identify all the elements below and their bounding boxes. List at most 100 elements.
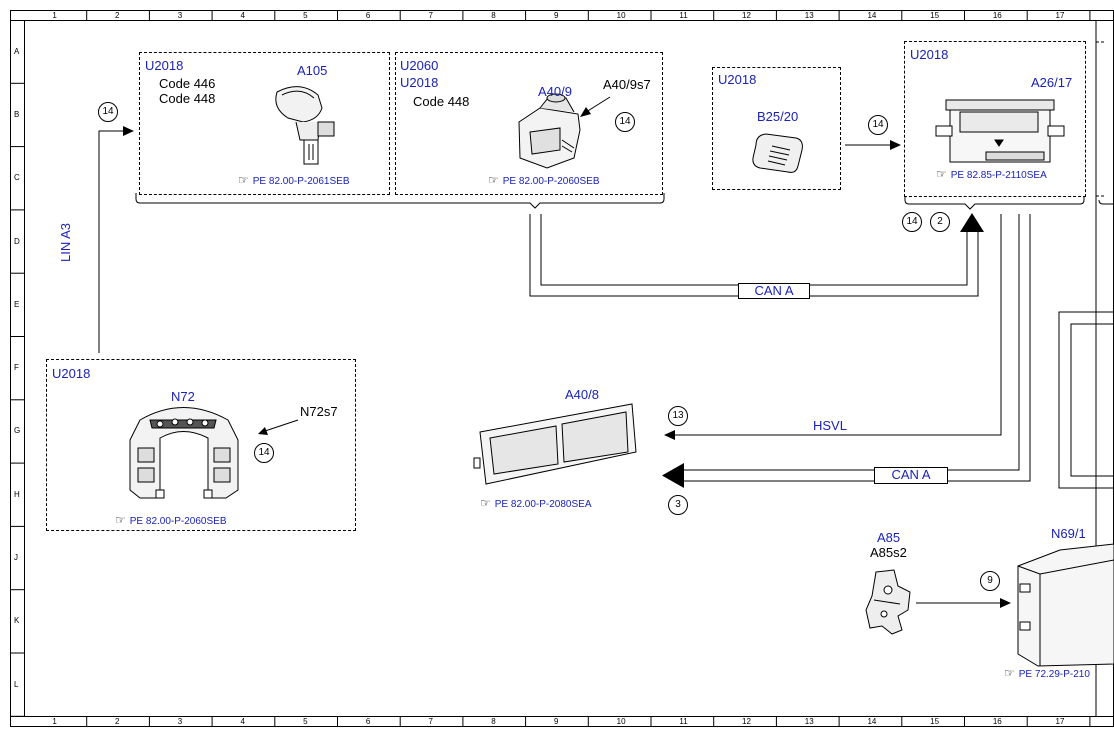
- line-label-can-a: CAN A: [738, 283, 810, 299]
- pointing-hand-icon: ☞: [936, 167, 947, 181]
- ruler-column-label: 14: [867, 717, 877, 726]
- lin-a3-line: [98, 130, 132, 353]
- ruler-column-label: 2: [115, 717, 120, 726]
- lin-a3-arrowhead: [123, 126, 134, 136]
- ruler-row-label: F: [14, 363, 19, 373]
- pointing-hand-icon: ☞: [238, 173, 249, 187]
- reference-link[interactable]: ☞PE 82.00-P-2060SEB: [115, 513, 227, 527]
- overhead-panel-icon: [935, 99, 1065, 163]
- ruler-row-label: J: [14, 553, 18, 563]
- group-label: U2018: [52, 366, 91, 381]
- ruler-column-label: 6: [365, 717, 371, 726]
- line-label-hsvl: HSVL: [813, 418, 847, 433]
- ruler-column-label: 5: [303, 11, 308, 20]
- selector-lever-icon: [275, 86, 335, 165]
- ruler-column-label: 4: [240, 717, 245, 726]
- door-latch-icon: [865, 569, 911, 635]
- group-bracket-left: [135, 193, 665, 209]
- line-label-lin-a3: LIN A3: [58, 222, 73, 262]
- callout-bubble: 14: [868, 115, 888, 135]
- ruler-column-label: 6: [365, 11, 371, 20]
- pointing-hand-icon: ☞: [480, 496, 491, 510]
- a85-arrowhead: [1000, 598, 1011, 608]
- reference-link[interactable]: ☞PE 82.00-P-2080SEA: [480, 496, 592, 510]
- can-a-mid-outer: [684, 214, 1020, 471]
- ruler-column-label: 13: [804, 717, 814, 726]
- box-a409: [395, 52, 663, 195]
- callout-bubble: 2: [930, 212, 950, 232]
- code-label: Code 448: [413, 94, 470, 109]
- hsvl-line: [668, 214, 1002, 436]
- right-edge-line-inner: [1070, 323, 1114, 477]
- callout-bubble: 3: [668, 495, 688, 515]
- ruler-column-label: 7: [428, 11, 433, 20]
- reference-link[interactable]: ☞PE 82.00-P-2061SEB: [238, 173, 350, 187]
- ruler-column-label: 10: [616, 11, 626, 20]
- component-label-a2617[interactable]: A26/17: [1031, 75, 1073, 90]
- component-label-a105[interactable]: A105: [297, 63, 328, 78]
- a409s7-pointer-head: [580, 107, 591, 117]
- callout-bubble: 9: [980, 571, 1000, 591]
- ruler-column-label: 17: [1055, 717, 1065, 726]
- component-label-n691[interactable]: N69/1: [1051, 526, 1086, 541]
- ruler-column-label: 15: [930, 11, 940, 20]
- can-a-mid-arrowhead: [662, 463, 684, 488]
- pointing-hand-icon: ☞: [488, 173, 499, 187]
- component-label-b2520[interactable]: B25/20: [757, 109, 799, 124]
- group-label: U2060: [400, 58, 439, 73]
- can-a-mid-inner: [684, 214, 1031, 482]
- ruler-row-label: D: [14, 236, 20, 246]
- ruler-column-label: 15: [930, 717, 940, 726]
- component-label-a408[interactable]: A40/8: [565, 387, 599, 402]
- pointing-hand-icon: ☞: [115, 513, 126, 527]
- callout-bubble: 14: [98, 102, 118, 122]
- ruler-row-label: K: [14, 616, 20, 626]
- switch-label-a409s7: A40/9s7: [603, 77, 651, 92]
- sensor-icon: [752, 133, 803, 173]
- right-edge-line-outer: [1058, 311, 1114, 489]
- ruler-column-label: 9: [553, 717, 559, 726]
- component-label-a409[interactable]: A40/9: [538, 84, 572, 99]
- ruler-row-label: G: [14, 426, 21, 436]
- b2520-arrowhead: [890, 140, 901, 150]
- ruler-column-label: 2: [115, 11, 120, 20]
- ruler-row-label: L: [14, 679, 19, 689]
- callout-bubble: 14: [254, 443, 274, 463]
- reference-link[interactable]: ☞PE 72.29-P-210: [1004, 666, 1090, 680]
- switch-label-n72s7: N72s7: [300, 404, 338, 419]
- n72s7-pointer-head: [258, 427, 268, 435]
- reference-link[interactable]: ☞PE 82.00-P-2060SEB: [488, 173, 600, 187]
- ruler-column-label: 1: [52, 717, 57, 726]
- ruler-column-label: 5: [303, 717, 308, 726]
- ruler-column-label: 1: [52, 11, 57, 20]
- ruler-column-label: 13: [804, 11, 814, 20]
- ruler-column-label: 3: [177, 11, 183, 20]
- ruler-column-label: 16: [992, 717, 1002, 726]
- steering-module-icon: [518, 93, 581, 169]
- box-b2520: [712, 67, 841, 190]
- control-unit-n691-icon: [1017, 543, 1114, 667]
- reference-link[interactable]: ☞PE 82.85-P-2110SEA: [936, 167, 1047, 181]
- group-label: U2018: [718, 72, 757, 87]
- component-label-n72[interactable]: N72: [171, 389, 195, 404]
- component-label-a85[interactable]: A85: [877, 530, 901, 545]
- callout-bubble: 14: [902, 212, 922, 232]
- group-label: U2018: [145, 58, 184, 73]
- ruler-column-label: 10: [616, 717, 626, 726]
- ruler-row-label: B: [14, 109, 20, 119]
- pointing-hand-icon: ☞: [1004, 666, 1015, 680]
- callout-bubble: 13: [668, 406, 688, 426]
- ruler-column-label: 17: [1055, 11, 1065, 20]
- ruler-row-label: C: [14, 173, 20, 183]
- ruler-column-label: 12: [742, 11, 751, 20]
- ruler-column-label: 4: [240, 11, 245, 20]
- box-a2617: [904, 41, 1086, 197]
- display-unit-icon: [473, 403, 637, 485]
- ruler-column-label: 16: [992, 11, 1002, 20]
- group-label: U2018: [400, 75, 439, 90]
- control-unit-n72-icon: [129, 407, 239, 499]
- ruler-column-label: 11: [679, 11, 688, 20]
